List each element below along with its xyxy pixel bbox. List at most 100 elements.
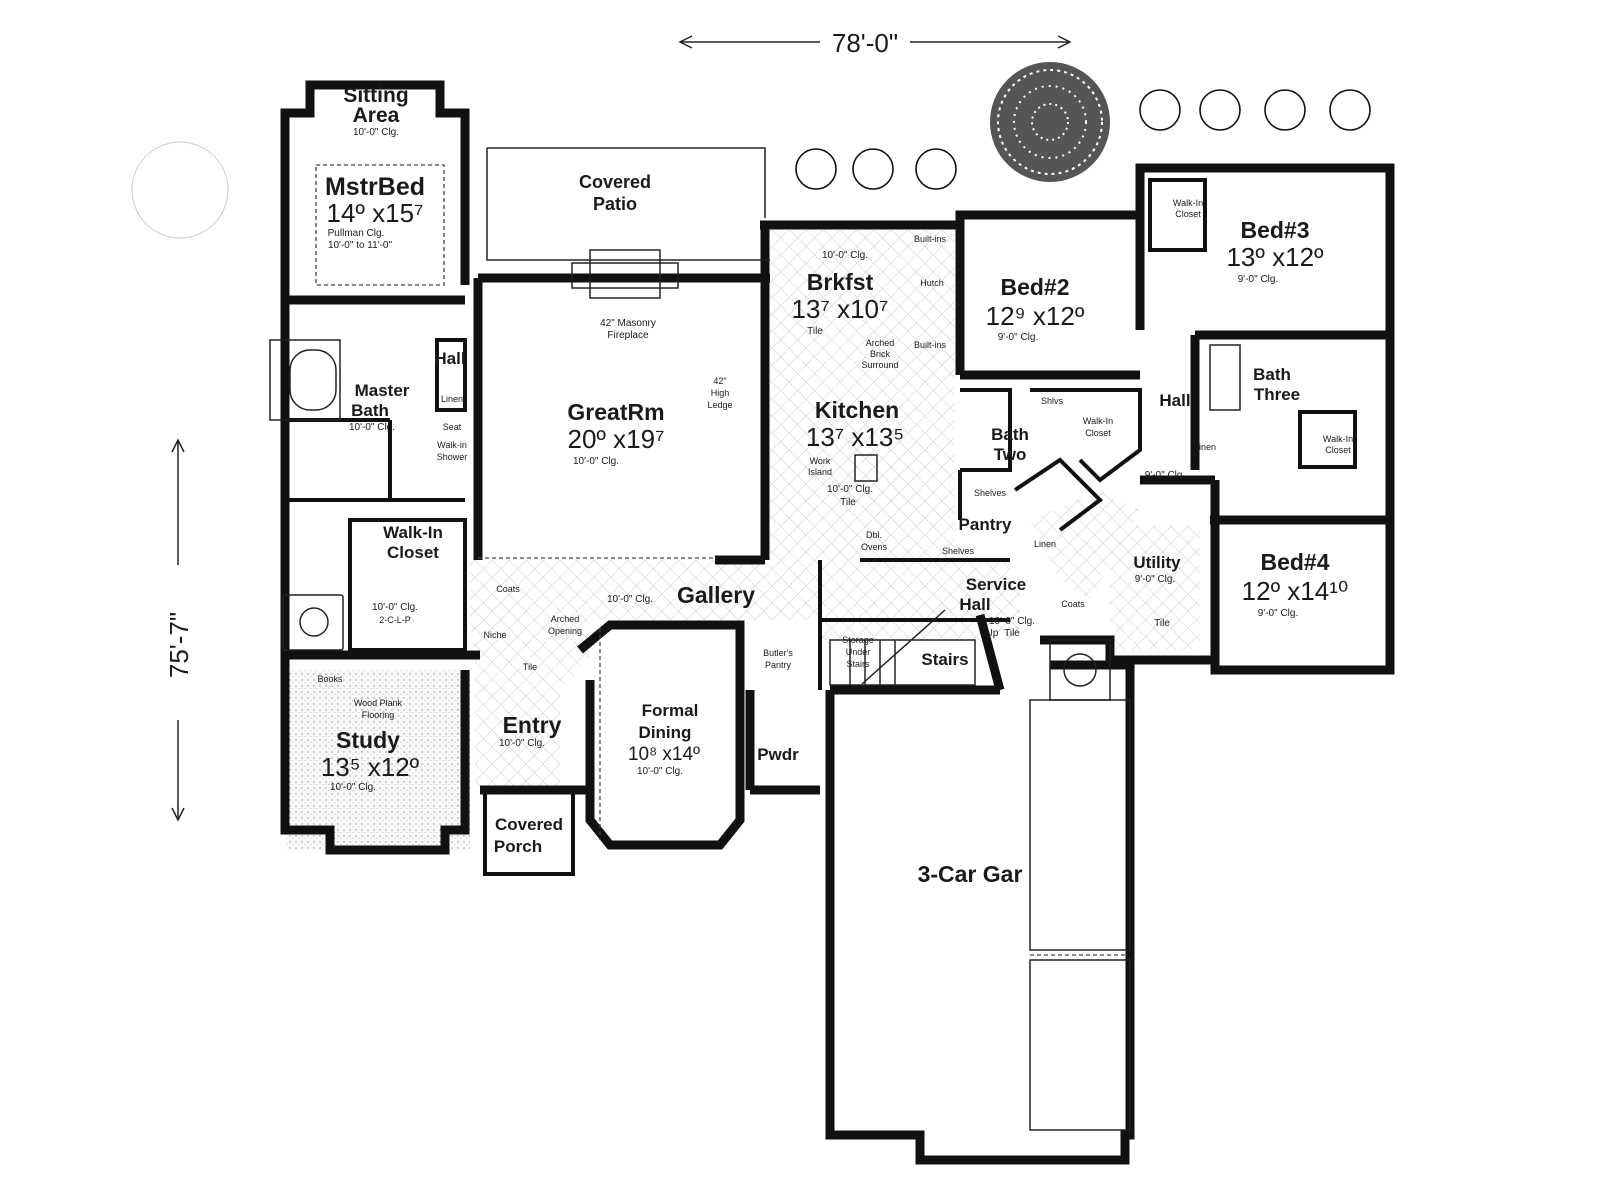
- breakfast-size: 13⁷ x10⁷: [792, 294, 889, 324]
- pantry-shelves-bottom: Shelves: [942, 546, 975, 556]
- pantry-name: Pantry: [959, 515, 1012, 534]
- master-bed-size: 14º x15⁷: [327, 198, 424, 228]
- great-room-name: GreatRm: [567, 399, 664, 425]
- service-hall-ceiling: 10'-0" Clg.: [989, 616, 1035, 627]
- bed3-closet-label-1: Walk-In: [1173, 198, 1203, 208]
- master-bed-name: MstrBed: [325, 173, 425, 201]
- entry-name: Entry: [503, 712, 562, 738]
- breakfast-name: Brkfst: [807, 269, 874, 295]
- hall-master-shower-2: Shower: [437, 452, 468, 462]
- bed2-closet-label-1: Walk-In: [1083, 416, 1113, 426]
- width-dimension: 78'-0": [678, 28, 1072, 58]
- bed2-closet-shelves: Shlvs: [1041, 396, 1064, 406]
- master-bath-label-1: Master: [355, 381, 410, 400]
- gallery-arched-1: Arched: [551, 614, 580, 624]
- bath-three-label-1: Bath: [1253, 365, 1291, 384]
- covered-patio-label-2: Patio: [593, 194, 637, 214]
- master-bath-label-2: Bath: [351, 401, 389, 420]
- bed2-closet-label-2: Closet: [1085, 428, 1111, 438]
- great-room-size: 20º x19⁷: [568, 424, 665, 454]
- gallery-ceiling: 10'-0" Clg.: [607, 594, 653, 605]
- gallery-floor: Tile: [523, 662, 537, 672]
- kitchen-island-2: Island: [808, 467, 832, 477]
- width-dimension-label: 78'-0": [832, 28, 898, 58]
- stairs: [829, 609, 976, 686]
- service-hall-label-2: Hall: [959, 595, 990, 614]
- hall-right-ceiling: 9'-0" Clg.: [1145, 470, 1185, 481]
- ledge-label-2: High: [711, 388, 730, 398]
- garage-doors: [1029, 699, 1131, 1131]
- ledge-label-1: 42": [713, 376, 726, 386]
- hutch-label: Hutch: [920, 278, 944, 288]
- study-ceiling: 10'-0" Clg.: [330, 782, 376, 793]
- storage-label-2: Under: [846, 647, 871, 657]
- ovens-label-2: Ovens: [861, 542, 888, 552]
- depth-dimension: 75'-7": [164, 438, 194, 822]
- bed3-closet-label-2: Closet: [1175, 209, 1201, 219]
- sitting-area-ceiling: 10'-0" Clg.: [353, 127, 399, 138]
- hall-right-linen: Linen: [1194, 442, 1216, 452]
- great-room-ceiling: 10'-0" Clg.: [573, 456, 619, 467]
- sitting-area-label-1: Sitting: [343, 84, 408, 107]
- tile-floors: [285, 230, 1200, 850]
- walk-in-closet-ceiling: 10'-0" Clg.: [372, 602, 418, 613]
- storage-label-3: Stairs: [846, 659, 870, 669]
- covered-porch-label-1: Covered: [495, 815, 563, 834]
- bath-three-label-2: Three: [1254, 385, 1300, 404]
- ledge-label-3: Ledge: [707, 400, 732, 410]
- covered-patio-label-1: Covered: [579, 172, 651, 192]
- fireplace-label-1: 42" Masonry: [600, 318, 656, 329]
- butlers-pantry-label-1: Butler's: [763, 648, 793, 658]
- formal-dining-label-2: Dining: [639, 723, 692, 742]
- arched-brick-label-3: Surround: [861, 360, 898, 370]
- kitchen-ceiling: 10'-0" Clg.: [827, 484, 873, 495]
- bed4-closet-label-2: Closet: [1325, 445, 1351, 455]
- bath-two-label-2: Two: [994, 445, 1027, 464]
- study-floor-1: Wood Plank: [354, 698, 403, 708]
- shrubs-top: [795, 89, 1371, 190]
- built-ins-bottom: Built-ins: [914, 340, 947, 350]
- service-hall-linen: Linen: [1034, 539, 1056, 549]
- study-size: 13⁵ x12º: [321, 752, 420, 782]
- powder-name: Pwdr: [757, 745, 799, 764]
- service-hall-up: Up: [986, 628, 999, 639]
- breakfast-ceiling: 10'-0" Clg.: [822, 250, 868, 261]
- room-labels: Sitting Area 10'-0" Clg. MstrBed 14º x15…: [317, 84, 1357, 887]
- exterior-walls: [269, 80, 1395, 1165]
- entry-ceiling: 10'-0" Clg.: [499, 738, 545, 749]
- bed2-ceiling: 9'-0" Clg.: [998, 332, 1038, 343]
- bed4-ceiling: 9'-0" Clg.: [1258, 608, 1298, 619]
- storage-label-1: Storage: [842, 635, 874, 645]
- walk-in-closet-label-1: Walk-In: [383, 523, 443, 542]
- master-bath-ceiling: 10'-0" Clg.: [349, 422, 395, 433]
- hall-master-name: Hall: [434, 349, 465, 368]
- bed3-name: Bed#3: [1240, 217, 1309, 243]
- master-bed-ceiling-2: 10'-0" to 11'-0": [328, 240, 393, 251]
- pantry-shelves-top: Shelves: [974, 488, 1007, 498]
- breakfast-floor: Tile: [807, 326, 823, 337]
- walk-in-closet-shelving: 2-C-L-P: [379, 615, 411, 625]
- study-name: Study: [336, 727, 400, 753]
- kitchen-floor: Tile: [840, 497, 856, 508]
- round-bush-icon: [990, 62, 1110, 182]
- formal-dining-label-1: Formal: [642, 701, 699, 720]
- bed4-closet-label-1: Walk-In: [1323, 434, 1353, 444]
- hall-master-shower-1: Walk-in: [437, 440, 467, 450]
- arched-brick-label-2: Brick: [870, 349, 890, 359]
- gallery-niche: Niche: [483, 630, 506, 640]
- depth-dimension-label: 75'-7": [164, 612, 194, 678]
- built-ins-top: Built-ins: [914, 234, 947, 244]
- garage-equipment: [282, 594, 1111, 701]
- arched-brick-label-1: Arched: [866, 338, 895, 348]
- bed4-name: Bed#4: [1260, 549, 1329, 575]
- service-hall-label-1: Service: [966, 575, 1027, 594]
- patio-outline: [315, 147, 770, 840]
- bath-two-label-1: Bath: [991, 425, 1029, 444]
- bed2-name: Bed#2: [1000, 274, 1069, 300]
- bed2-size: 12⁹ x12º: [986, 301, 1085, 331]
- bed3-ceiling: 9'-0" Clg.: [1238, 274, 1278, 285]
- covered-porch-label-2: Porch: [494, 837, 542, 856]
- butlers-pantry-label-2: Pantry: [765, 660, 792, 670]
- garage-name: 3-Car Gar: [918, 861, 1023, 887]
